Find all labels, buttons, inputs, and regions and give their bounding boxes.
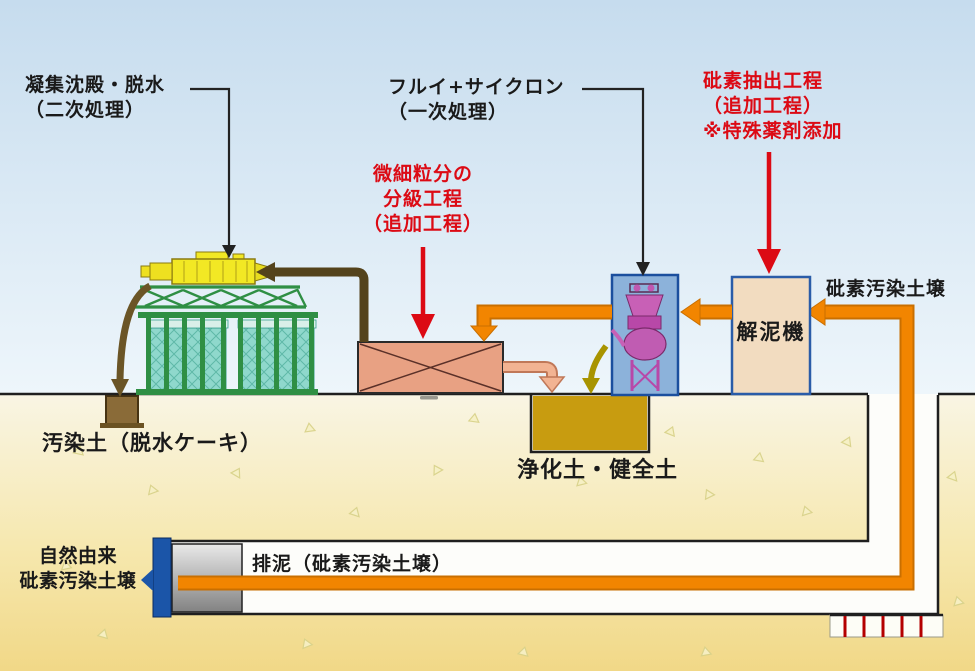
label-coagulation-dewatering: 凝集沈殿・脱水 （二次処理）: [25, 74, 166, 122]
ground-soil: [0, 394, 975, 671]
label-purified-healthy-soil: 浄化土・健全土: [517, 458, 679, 483]
mud-dissolver-box: [730, 275, 812, 396]
pipe-classification-to-pit: [503, 361, 566, 394]
arrow-decanter-to-cake: [111, 282, 152, 397]
pipe-classification-to-decanter: [256, 262, 369, 342]
filter-press-structure: [136, 312, 318, 395]
connector-sieve-cyclone: [582, 87, 650, 276]
label-arsenic-extraction: 砒素抽出工程 （追加工程） ※特殊薬剤添加: [703, 70, 843, 143]
excavation-direction-arrow-icon: [141, 569, 153, 591]
pipe-dissolver-to-cyclone: [680, 298, 732, 326]
label-naturally-derived-soil: 自然由来 砒素汚染土壌: [19, 545, 137, 593]
ground-mark: [420, 396, 438, 400]
arrow-fines-classification: [411, 247, 435, 339]
arrow-arsenic-extraction: [757, 152, 781, 274]
label-mud-dissolving-machine: 解泥機: [736, 320, 806, 344]
label-discharged-mud: 排泥（砒素汚染土壌）: [252, 553, 453, 575]
pipe-arrow-into-dissolver-icon: [805, 298, 826, 326]
label-arsenic-contaminated-soil: 砒素汚染土壌: [826, 278, 947, 300]
label-fines-classification: 微細粒分の 分級工程 （追加工程）: [362, 163, 483, 236]
connector-coagulation: [190, 87, 236, 258]
shield-machine-face: [152, 537, 172, 618]
dewatered-cake-box: [100, 395, 144, 428]
cyclone-machine-icon: [610, 283, 667, 391]
arrow-cyclone-to-pit: [582, 344, 609, 394]
label-contaminated-soil-cake: 汚染土（脱水ケーキ）: [42, 431, 262, 455]
slurry-pipe-orange: [178, 298, 915, 591]
decanter-trestle: [132, 285, 308, 309]
soil-specks: [60, 412, 965, 658]
label-sieve-cyclone: フルイ+サイクロン （一次処理）: [388, 76, 565, 124]
cyclone-unit: [610, 273, 680, 397]
purified-soil-pit: [529, 394, 651, 454]
pipe-cyclone-to-classification: [469, 304, 612, 342]
shaft-foundation: [829, 613, 944, 638]
classification-box: [357, 341, 504, 394]
